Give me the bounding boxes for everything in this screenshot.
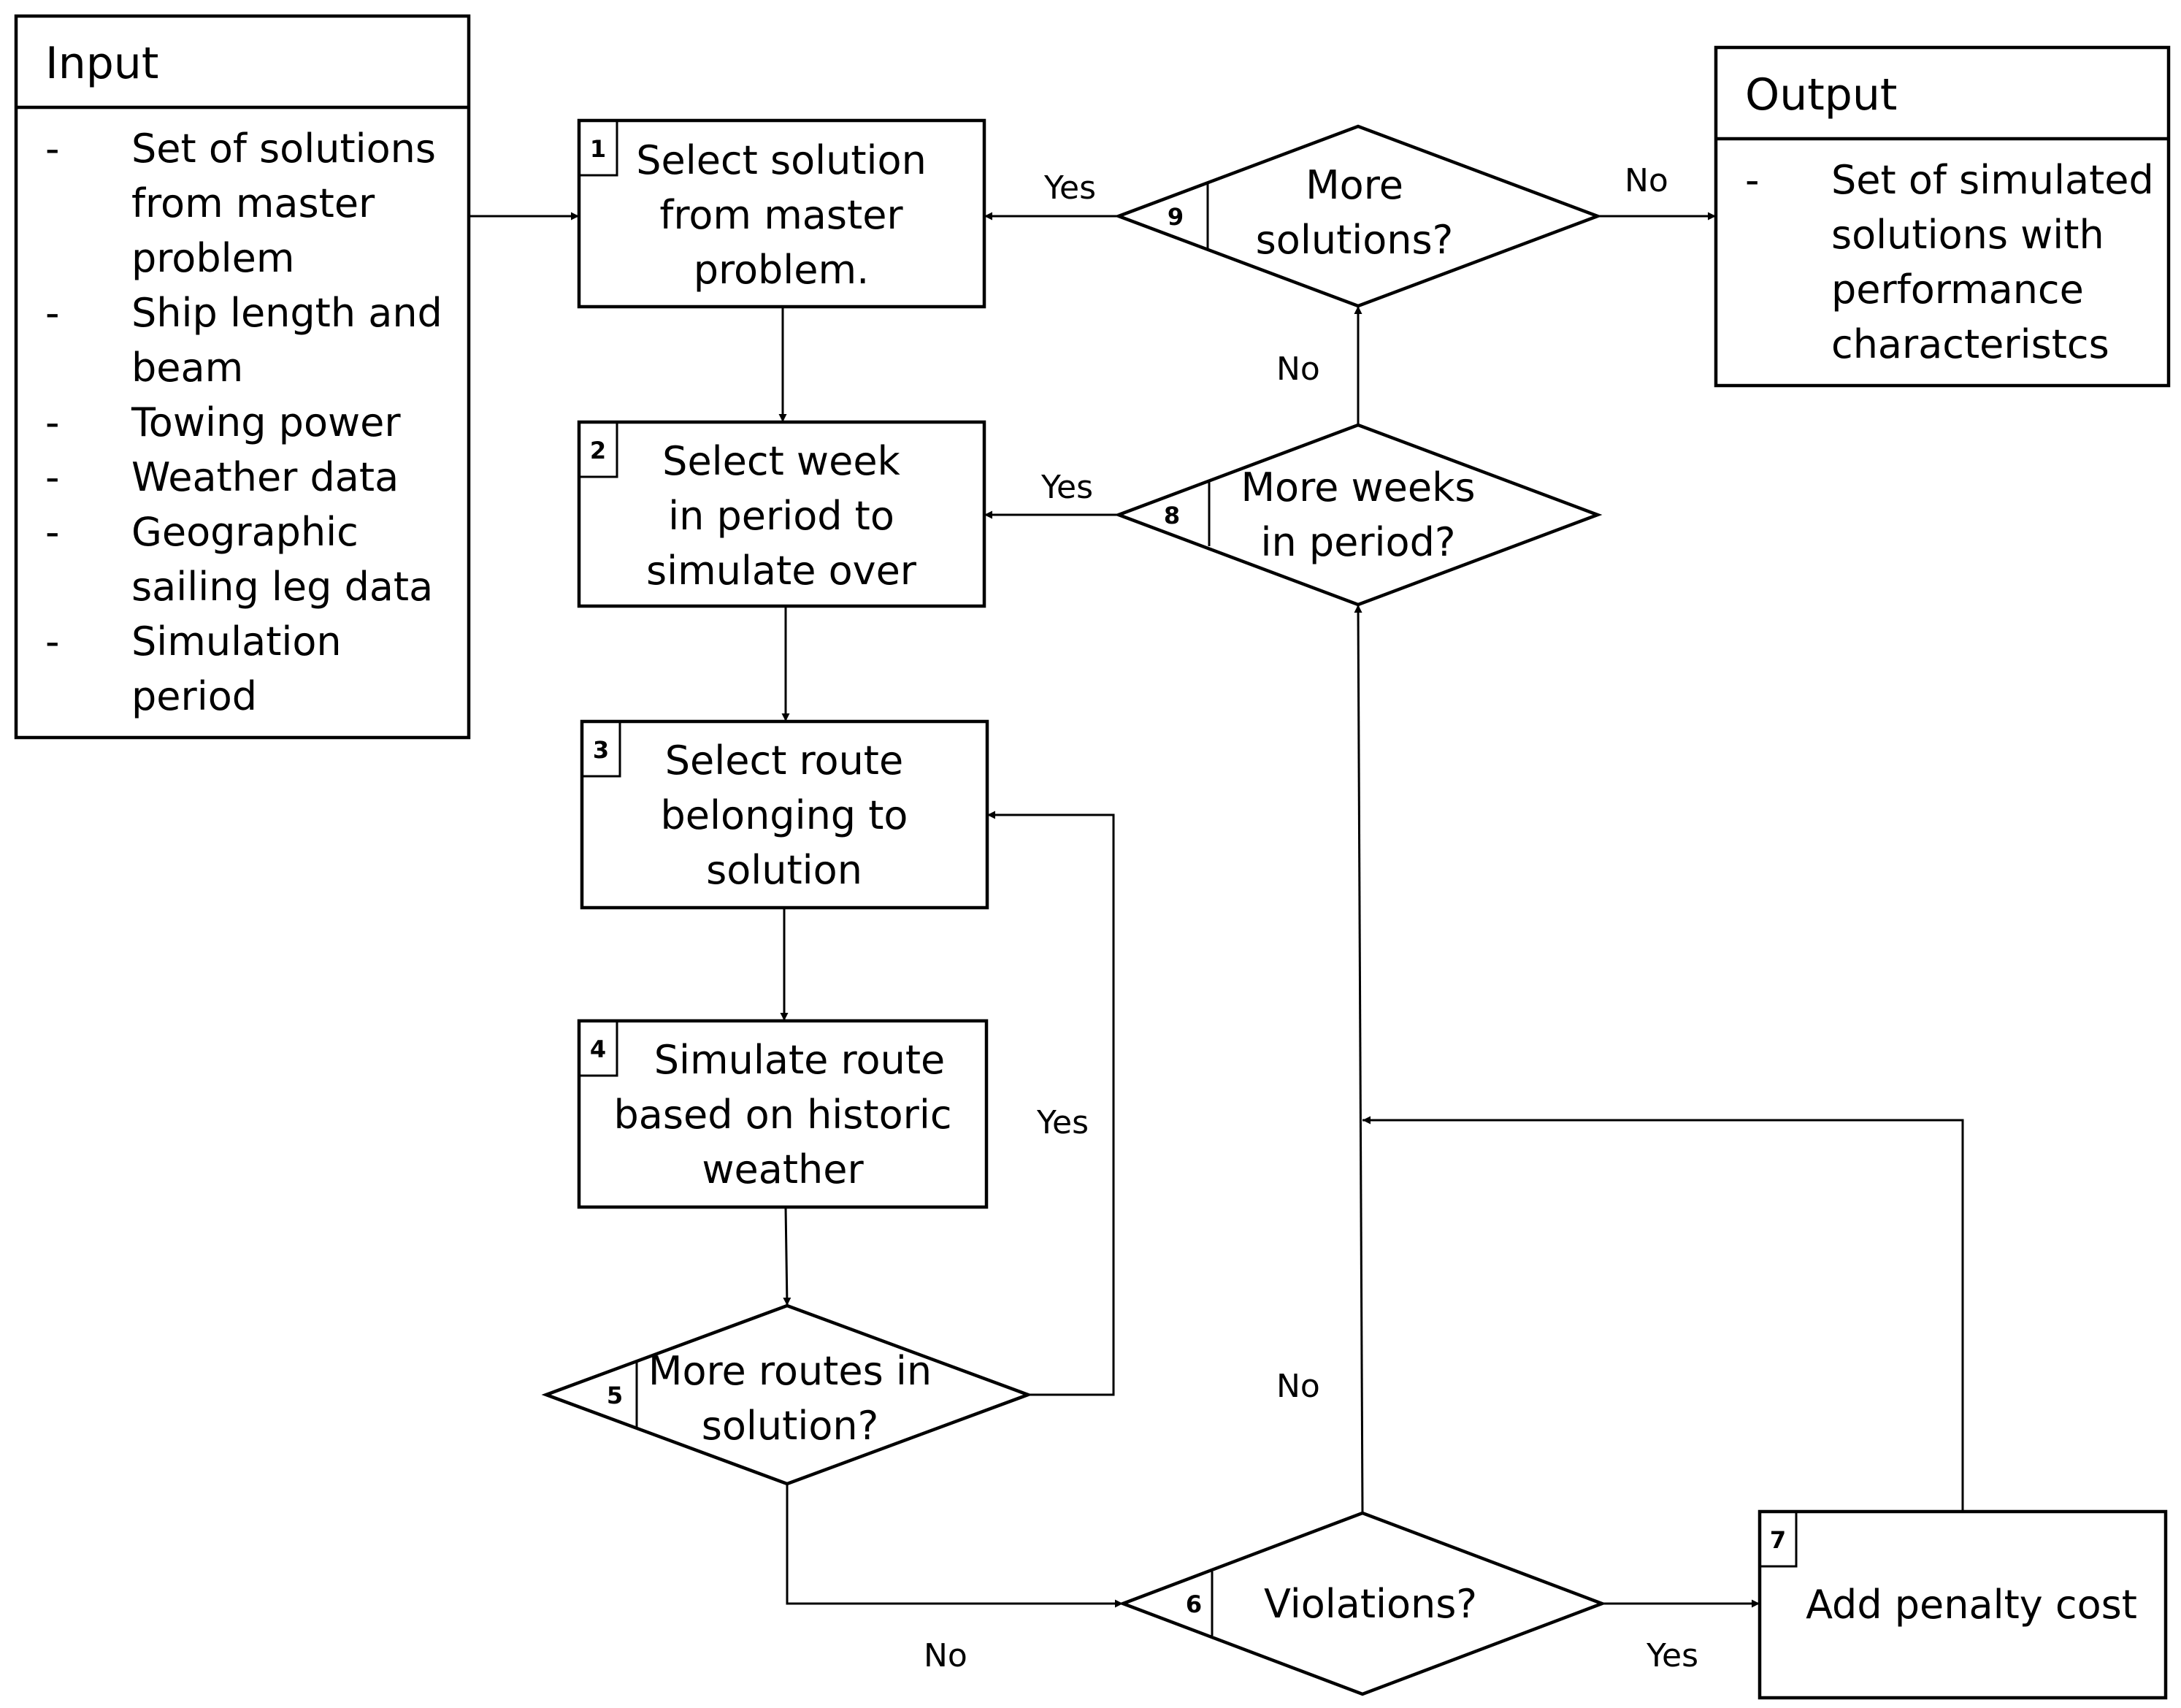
step-number: 1 [590, 135, 606, 163]
input-line: Set of solutions [131, 126, 436, 172]
output-panel: Output - Set of simulated solutions with… [1714, 45, 2171, 388]
arrow-5-yes-to-3 [987, 811, 1115, 1396]
step-5-line: solution? [702, 1403, 879, 1449]
step-4-line: based on historic [613, 1092, 951, 1138]
input-bullet: - [45, 509, 60, 555]
input-panel: Input - Set of solutions from master pro… [14, 14, 471, 740]
output-list: - Set of simulated solutions with perfor… [1745, 157, 2154, 367]
step-8-line: More weeks [1241, 464, 1475, 510]
input-line: Towing power [131, 399, 401, 445]
output-line: characteristcs [1831, 321, 2109, 367]
input-title: Input [45, 38, 158, 89]
step-2-line: in period to [668, 493, 894, 539]
output-bullet: - [1745, 157, 1760, 203]
step-3-line: solution [706, 847, 862, 893]
input-bullet: - [45, 619, 60, 665]
label-no-5: No [924, 1637, 967, 1674]
label-yes-8: Yes [1040, 469, 1093, 506]
input-bullet: - [45, 399, 60, 445]
step-9-line: More [1306, 162, 1403, 208]
step-3-line: belonging to [661, 792, 908, 838]
step-5-line: More routes in [648, 1348, 932, 1394]
step-3-line: Select route [665, 738, 903, 784]
input-line: problem [131, 235, 294, 281]
step-2-line: Select week [662, 438, 900, 484]
input-line: beam [131, 345, 243, 391]
input-bullet: - [45, 126, 60, 172]
input-line: Geographic [131, 509, 359, 555]
step-4-box: 4 Simulate route based on historic weath… [577, 1019, 989, 1209]
arrow-6-no-to-8 [1354, 604, 1364, 1514]
step-4-line: Simulate route [654, 1037, 945, 1083]
step-1-line: problem. [694, 247, 870, 293]
step-6-decision: 6 Violations? [1118, 1511, 1607, 1696]
input-line: Simulation [131, 619, 342, 665]
step-4-line: weather [702, 1146, 864, 1192]
step-number: 4 [590, 1035, 606, 1063]
input-line: Ship length and [131, 290, 442, 336]
input-list: - Set of solutions from master problem -… [45, 126, 442, 719]
input-bullet: - [45, 290, 60, 336]
label-no-6: No [1276, 1368, 1320, 1405]
input-bullet: - [45, 454, 60, 500]
connectors [469, 212, 1964, 1608]
step-number: 2 [590, 437, 606, 464]
label-no-9: No [1625, 162, 1668, 199]
step-number: 6 [1186, 1590, 1202, 1618]
input-line: sailing leg data [131, 564, 433, 610]
output-line: performance [1831, 267, 2084, 313]
step-6-line: Violations? [1264, 1581, 1477, 1627]
step-number: 8 [1164, 502, 1180, 529]
step-8-decision: 8 More weeks in period? [1114, 423, 1603, 607]
step-1-line: Select solution [636, 137, 927, 183]
step-2-line: simulate over [646, 548, 917, 594]
label-yes-5: Yes [1036, 1104, 1089, 1141]
arrow-7-to-8-line [1362, 1116, 1964, 1512]
arrow-4-to-5 [783, 1206, 791, 1306]
step-1-line: from master [659, 192, 903, 238]
label-no-8: No [1276, 351, 1320, 388]
step-9-decision: 9 More solutions? [1114, 124, 1603, 308]
step-5-decision: 5 More routes in solution? [541, 1303, 1033, 1486]
step-number: 9 [1168, 203, 1184, 231]
step-9-line: solutions? [1256, 217, 1454, 263]
label-yes-6: Yes [1646, 1637, 1698, 1674]
output-title: Output [1745, 69, 1897, 120]
step-7-line: Add penalty cost [1806, 1582, 2137, 1628]
step-2-box: 2 Select week in period to simulate over [577, 420, 986, 608]
edge-labels: Yes No No Yes Yes No No Yes [924, 162, 1698, 1674]
step-3-box: 3 Select route belonging to solution [580, 719, 989, 910]
step-number: 3 [593, 736, 609, 764]
step-number: 7 [1770, 1526, 1786, 1554]
step-8-line: in period? [1260, 519, 1455, 565]
input-line: from master [131, 180, 375, 226]
output-line: Set of simulated [1831, 157, 2154, 203]
step-number: 5 [607, 1382, 623, 1409]
arrow-5-no-to-6 [786, 1484, 1123, 1608]
output-line: solutions with [1831, 212, 2104, 258]
input-line: Weather data [131, 454, 399, 500]
step-7-box: 7 Add penalty cost [1758, 1509, 2168, 1700]
input-line: period [131, 673, 257, 719]
label-yes-9: Yes [1043, 169, 1096, 207]
step-1-box: 1 Select solution from master problem. [577, 118, 986, 309]
